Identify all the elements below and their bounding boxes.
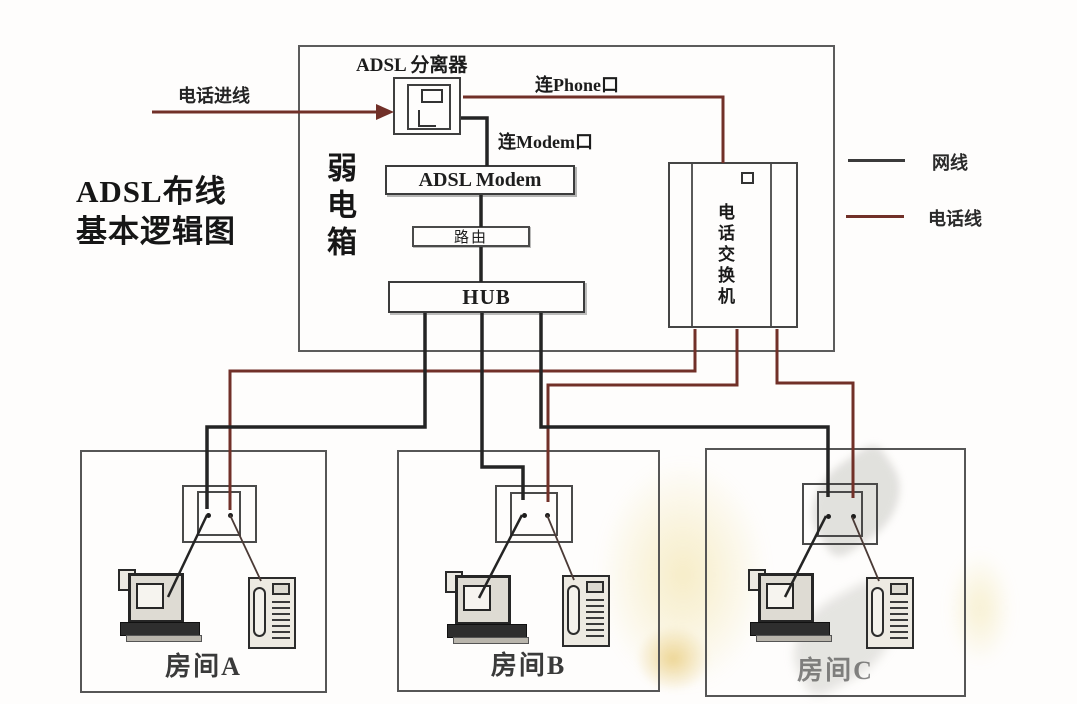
diagram-title-line1: ADSL布线 bbox=[76, 174, 227, 209]
room-b-phone-port bbox=[545, 513, 550, 518]
telephone-handset bbox=[871, 587, 884, 637]
splitter-port-icon bbox=[421, 89, 443, 103]
weak-current-box-label: 弱电箱 bbox=[322, 152, 355, 263]
room-a-wall-plate bbox=[182, 485, 257, 543]
legend-net-line-sample bbox=[848, 159, 905, 162]
room-c-net-port bbox=[826, 514, 831, 519]
room-c-telephone-icon bbox=[866, 577, 914, 651]
room-b-telephone-icon bbox=[562, 575, 610, 649]
telephone-keypad bbox=[586, 599, 604, 639]
room-b-net-port bbox=[522, 513, 527, 518]
legend-phone-label: 电话线 bbox=[928, 209, 982, 229]
phone-exchange-rail-left bbox=[691, 164, 693, 326]
telephone-keypad bbox=[272, 601, 290, 641]
room-b-wall-plate bbox=[495, 485, 573, 543]
adsl-modem-box: ADSL Modem bbox=[385, 165, 575, 195]
computer-screen bbox=[136, 583, 164, 609]
room-a-phone-port bbox=[228, 513, 233, 518]
computer-keyboard bbox=[126, 635, 202, 642]
legend-phone-line-sample bbox=[846, 215, 904, 218]
room-c-computer-icon bbox=[748, 569, 833, 645]
adsl-splitter-label: ADSL 分离器 bbox=[356, 55, 468, 76]
room-a-label: 房间A bbox=[165, 652, 242, 681]
to-phone-port-label: 连Phone口 bbox=[535, 75, 620, 95]
room-b-wall-plate-inner bbox=[510, 492, 558, 536]
computer-base bbox=[447, 624, 527, 638]
room-c-phone-port bbox=[851, 514, 856, 519]
computer-screen bbox=[766, 583, 794, 609]
room-b-label: 房间B bbox=[490, 651, 567, 680]
diagram-title: ADSL布线 基本逻辑图 bbox=[76, 172, 236, 253]
computer-keyboard bbox=[756, 635, 832, 642]
router-box: 路由 bbox=[412, 226, 530, 247]
room-b-computer-icon bbox=[445, 571, 530, 647]
hub-box: HUB bbox=[388, 281, 585, 313]
room-a-telephone-icon bbox=[248, 577, 296, 651]
computer-base bbox=[750, 622, 830, 636]
phone-exchange-rail-right bbox=[770, 164, 772, 326]
computer-screen bbox=[463, 585, 491, 611]
phone-exchange-port-icon bbox=[741, 172, 754, 184]
phone-inlet-label: 电话进线 bbox=[178, 86, 250, 106]
phone-exchange-label: 电话交换机 bbox=[715, 203, 734, 308]
splitter-jack-icon bbox=[418, 110, 436, 127]
telephone-display bbox=[586, 581, 604, 593]
room-a-wall-plate-inner bbox=[197, 491, 241, 536]
computer-base bbox=[120, 622, 200, 636]
room-a-box: 房间A bbox=[80, 450, 327, 693]
legend-net-label: 网线 bbox=[932, 153, 968, 173]
room-c-wall-plate bbox=[802, 483, 878, 545]
adsl-splitter-box bbox=[393, 77, 461, 135]
telephone-handset bbox=[253, 587, 266, 637]
room-a-computer-icon bbox=[118, 569, 203, 645]
telephone-display bbox=[890, 583, 908, 595]
room-a-net-port bbox=[206, 513, 211, 518]
diagram-title-line2: 基本逻辑图 bbox=[76, 214, 236, 250]
telephone-keypad bbox=[890, 601, 908, 641]
adsl-splitter-inner bbox=[407, 84, 451, 130]
room-c-wall-plate-inner bbox=[817, 491, 863, 537]
telephone-display bbox=[272, 583, 290, 595]
telephone-handset bbox=[567, 585, 580, 635]
computer-keyboard bbox=[453, 637, 529, 644]
room-c-label: 房间C bbox=[797, 656, 874, 685]
